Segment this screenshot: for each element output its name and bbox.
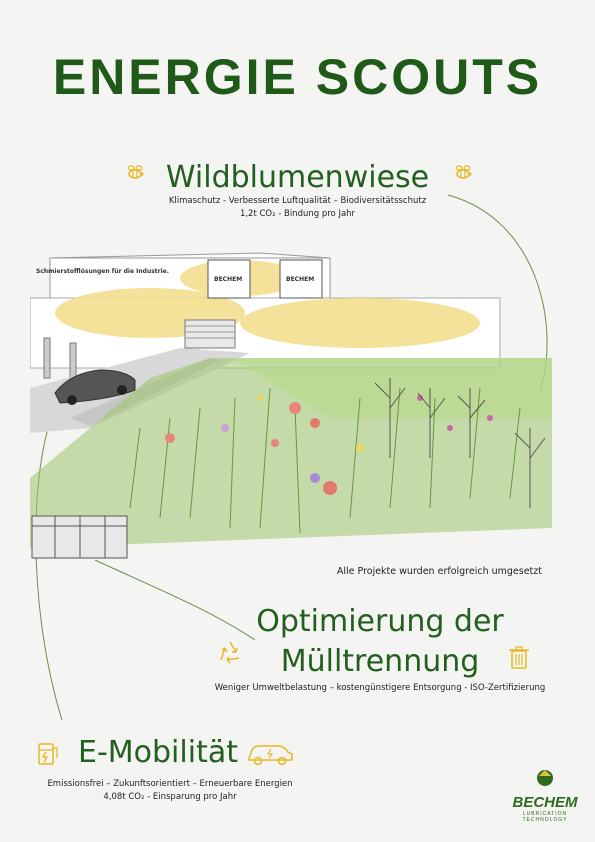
muell-benefits: Weniger Umweltbelastung – kostengünstige… xyxy=(214,683,546,693)
logo-tagline: LUBRICATION TECHNOLOGY xyxy=(522,811,568,823)
wildblumen-co2: 1,2t CO₂ - Bindung pro Jahr xyxy=(239,209,356,219)
logo-name: BECHEM xyxy=(512,794,578,811)
bechem-logo: BECHEM LUBRICATION TECHNOLOGY xyxy=(505,766,585,823)
wildblumen-title: Wildblumenwiese xyxy=(165,160,430,195)
muell-title-line1: Optimierung der xyxy=(256,604,504,639)
electric-car-icon xyxy=(244,738,296,768)
wildblumen-benefits: Klimaschutz - Verbesserte Luftqualität –… xyxy=(168,196,427,206)
emob-title: E-Mobilität xyxy=(78,735,238,770)
emob-benefits: Emissionsfrei – Zukunftsorientiert – Ern… xyxy=(47,779,293,789)
building-sign: Schmierstofflösungen für die Industrie. xyxy=(36,268,170,275)
meadow-illustration: Schmierstofflösungen für die Industrie. … xyxy=(29,248,552,583)
emob-co2: 4,08t CO₂ - Einsparung pro Jahr xyxy=(103,792,237,802)
bee-icon xyxy=(450,160,476,186)
sign-brand: BECHEM xyxy=(214,276,243,283)
bee-icon xyxy=(122,160,148,186)
charging-icon xyxy=(34,738,60,768)
muell-title-line2: Mülltrennung xyxy=(280,644,480,679)
illustration-caption: Alle Projekte wurden erfolgreich umgeset… xyxy=(336,566,542,577)
page-title: ENERGIE SCOUTS xyxy=(52,49,543,105)
sign-brand: BECHEM xyxy=(286,276,315,283)
trash-can-icon xyxy=(505,643,533,671)
logo-emblem-icon xyxy=(537,770,553,786)
recycle-icon xyxy=(215,638,245,668)
